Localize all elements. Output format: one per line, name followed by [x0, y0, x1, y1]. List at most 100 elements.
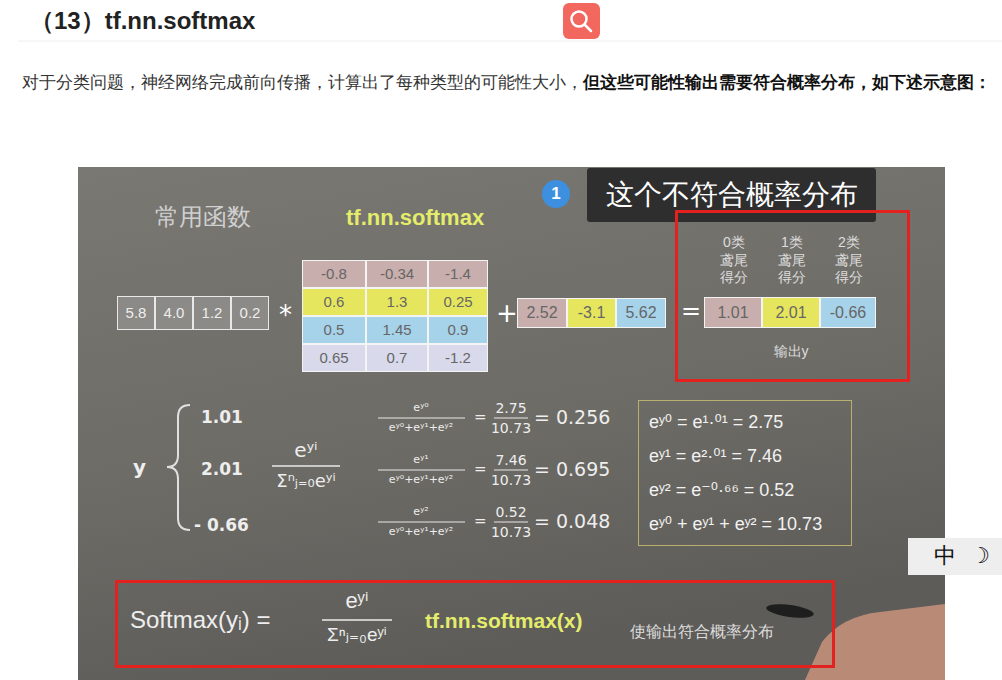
node-text: -0.34: [380, 265, 414, 283]
formula-text: 0.52: [495, 504, 526, 521]
number-cell: -3.1: [567, 298, 616, 328]
formula-text: eʸ²: [413, 505, 428, 518]
formula-text: =: [474, 460, 487, 478]
formula-text: y: [133, 455, 146, 479]
node-text: 0类 鸢尾 得分: [716, 234, 752, 287]
number-cell: 1.45: [366, 316, 428, 344]
number-cell: 5.62: [616, 298, 666, 328]
number-cell: 4.0: [155, 296, 193, 330]
node-text: eʸ² = e⁻⁰·⁶⁶ = 0.52: [649, 473, 794, 507]
node-text: 这个不符合概率分布: [606, 178, 858, 212]
node-text: ☽: [970, 543, 990, 569]
formula-text: =: [474, 408, 487, 426]
fraction-bar: [494, 470, 528, 471]
node-text: 1: [551, 184, 560, 204]
number-cell: 0.65: [302, 344, 366, 372]
node-text: -0.8: [321, 265, 347, 283]
search-handle: [585, 25, 591, 31]
number-cell: 0.5: [302, 316, 366, 344]
formula-text: eʸ⁰: [413, 401, 428, 414]
node-text: 常用函数: [155, 203, 251, 232]
fraction-bar: [378, 418, 465, 419]
node-text: eʸⁱ: [345, 588, 368, 614]
node-text: eʸ⁰ + eʸ¹ + eʸ² = 10.73: [649, 507, 822, 541]
slide-photo: [78, 167, 945, 680]
highlight-box: Softmax(yᵢ) = eʸⁱΣⁿⱼ₌₀eʸⁱ tf.nn.softmax(x)…: [115, 580, 835, 668]
node-text: 2.01: [775, 303, 806, 322]
formula-text: 10.73: [491, 472, 531, 489]
node-text: 0.9: [448, 321, 469, 339]
node-text: 0.6: [324, 293, 345, 311]
number-cell: 1.3: [366, 288, 428, 316]
node-text: Softmax(yᵢ) =: [130, 606, 270, 635]
fraction-bar: [378, 522, 465, 523]
highlight-box: 0类 鸢尾 得分1类 鸢尾 得分2类 鸢尾 得分输出y1.012.01-0.66: [675, 210, 910, 382]
formula-text: +: [496, 298, 518, 329]
number-cell: -0.34: [366, 260, 428, 288]
number-cell: -1.2: [428, 344, 488, 372]
formula-text: eʸ⁰+eʸ¹+eʸ²: [389, 473, 453, 486]
formula-text: 10.73: [491, 524, 531, 541]
node-text: -1.4: [445, 265, 471, 283]
node-text: 2.52: [526, 303, 557, 322]
number-cell: 0.25: [428, 288, 488, 316]
formula-text: =: [474, 512, 487, 530]
callout-box: 这个不符合概率分布: [587, 168, 876, 222]
number-cell: 0.9: [428, 316, 488, 344]
formula-text: 7.46: [495, 452, 526, 469]
number-cell: 5.8: [117, 296, 155, 330]
paragraph-text: 但这些可能性输出需要符合概率分布，如下述示意图：: [583, 73, 991, 92]
node-text: tf.nn.softmax: [346, 205, 484, 231]
formula-text: 10.73: [491, 420, 531, 437]
page-title: （13）tf.nn.softmax: [30, 7, 255, 36]
number-cell: -0.66: [820, 297, 876, 328]
fraction-bar: [494, 522, 528, 523]
search-button: [563, 3, 600, 39]
formula-text: = 0.695: [534, 458, 610, 481]
node-text: 中: [934, 543, 956, 569]
formula-text: *: [279, 300, 292, 331]
node-text: -0.66: [830, 303, 866, 322]
number-cell: 2.01: [762, 297, 820, 328]
node-text: 使输出符合概率分布: [630, 622, 774, 641]
formula-text: 2.75: [495, 400, 526, 417]
remote-pointer: [765, 602, 814, 621]
formula-box: eʸ⁰ = e¹·⁰¹ = 2.75eʸ¹ = e²·⁰¹ = 7.46eʸ² …: [638, 400, 852, 546]
node-text: 1.2: [202, 304, 223, 322]
formula-text: eʸ⁰+eʸ¹+eʸ²: [389, 421, 453, 434]
node-text: 4.0: [164, 304, 185, 322]
node-text: 1.45: [382, 321, 411, 339]
formula-text: - 0.66: [194, 515, 249, 535]
formula-text: = 0.048: [534, 510, 610, 533]
intro-paragraph: 对于分类问题，神经网络完成前向传播，计算出了每种类型的可能性大小，但这些可能性输…: [22, 64, 1000, 102]
node-text: Σⁿⱼ₌₀eʸⁱ: [327, 624, 387, 647]
fraction-bar: [272, 465, 340, 467]
node-text: 1.01: [717, 303, 748, 322]
callout-number: 1: [542, 180, 570, 208]
formula-text: 2.01: [201, 459, 243, 479]
number-cell: -0.8: [302, 260, 366, 288]
node-text: 输出y: [774, 343, 809, 360]
node-text: 1.3: [387, 293, 408, 311]
node-text: tf.nn.softmax(x): [425, 608, 583, 633]
paragraph-text: 对于分类问题，神经网络完成前向传播，计算出了每种类型的可能性大小，: [22, 73, 583, 92]
formula-text: Σⁿⱼ₌₀eʸⁱ: [276, 470, 335, 492]
fraction-bar: [494, 418, 528, 419]
node-text: eʸ⁰ = e¹·⁰¹ = 2.75: [649, 405, 783, 439]
formula-text: =: [681, 297, 701, 326]
number-cell: -1.4: [428, 260, 488, 288]
language-widget: 中☽: [908, 538, 1002, 575]
number-cell: 1.2: [193, 296, 231, 330]
number-cell: 0.7: [366, 344, 428, 372]
formula-text: eʸ¹: [413, 453, 428, 466]
title-rule: [18, 41, 1002, 42]
formula-text: = 0.256: [534, 406, 610, 429]
node-text: 5.8: [126, 304, 147, 322]
node-text: -1.2: [445, 349, 471, 367]
node-text: 0.65: [319, 349, 348, 367]
node-text: 0.2: [240, 304, 261, 322]
formula-text: eʸⁱ: [294, 438, 317, 462]
formula-text: 1.01: [201, 407, 243, 427]
